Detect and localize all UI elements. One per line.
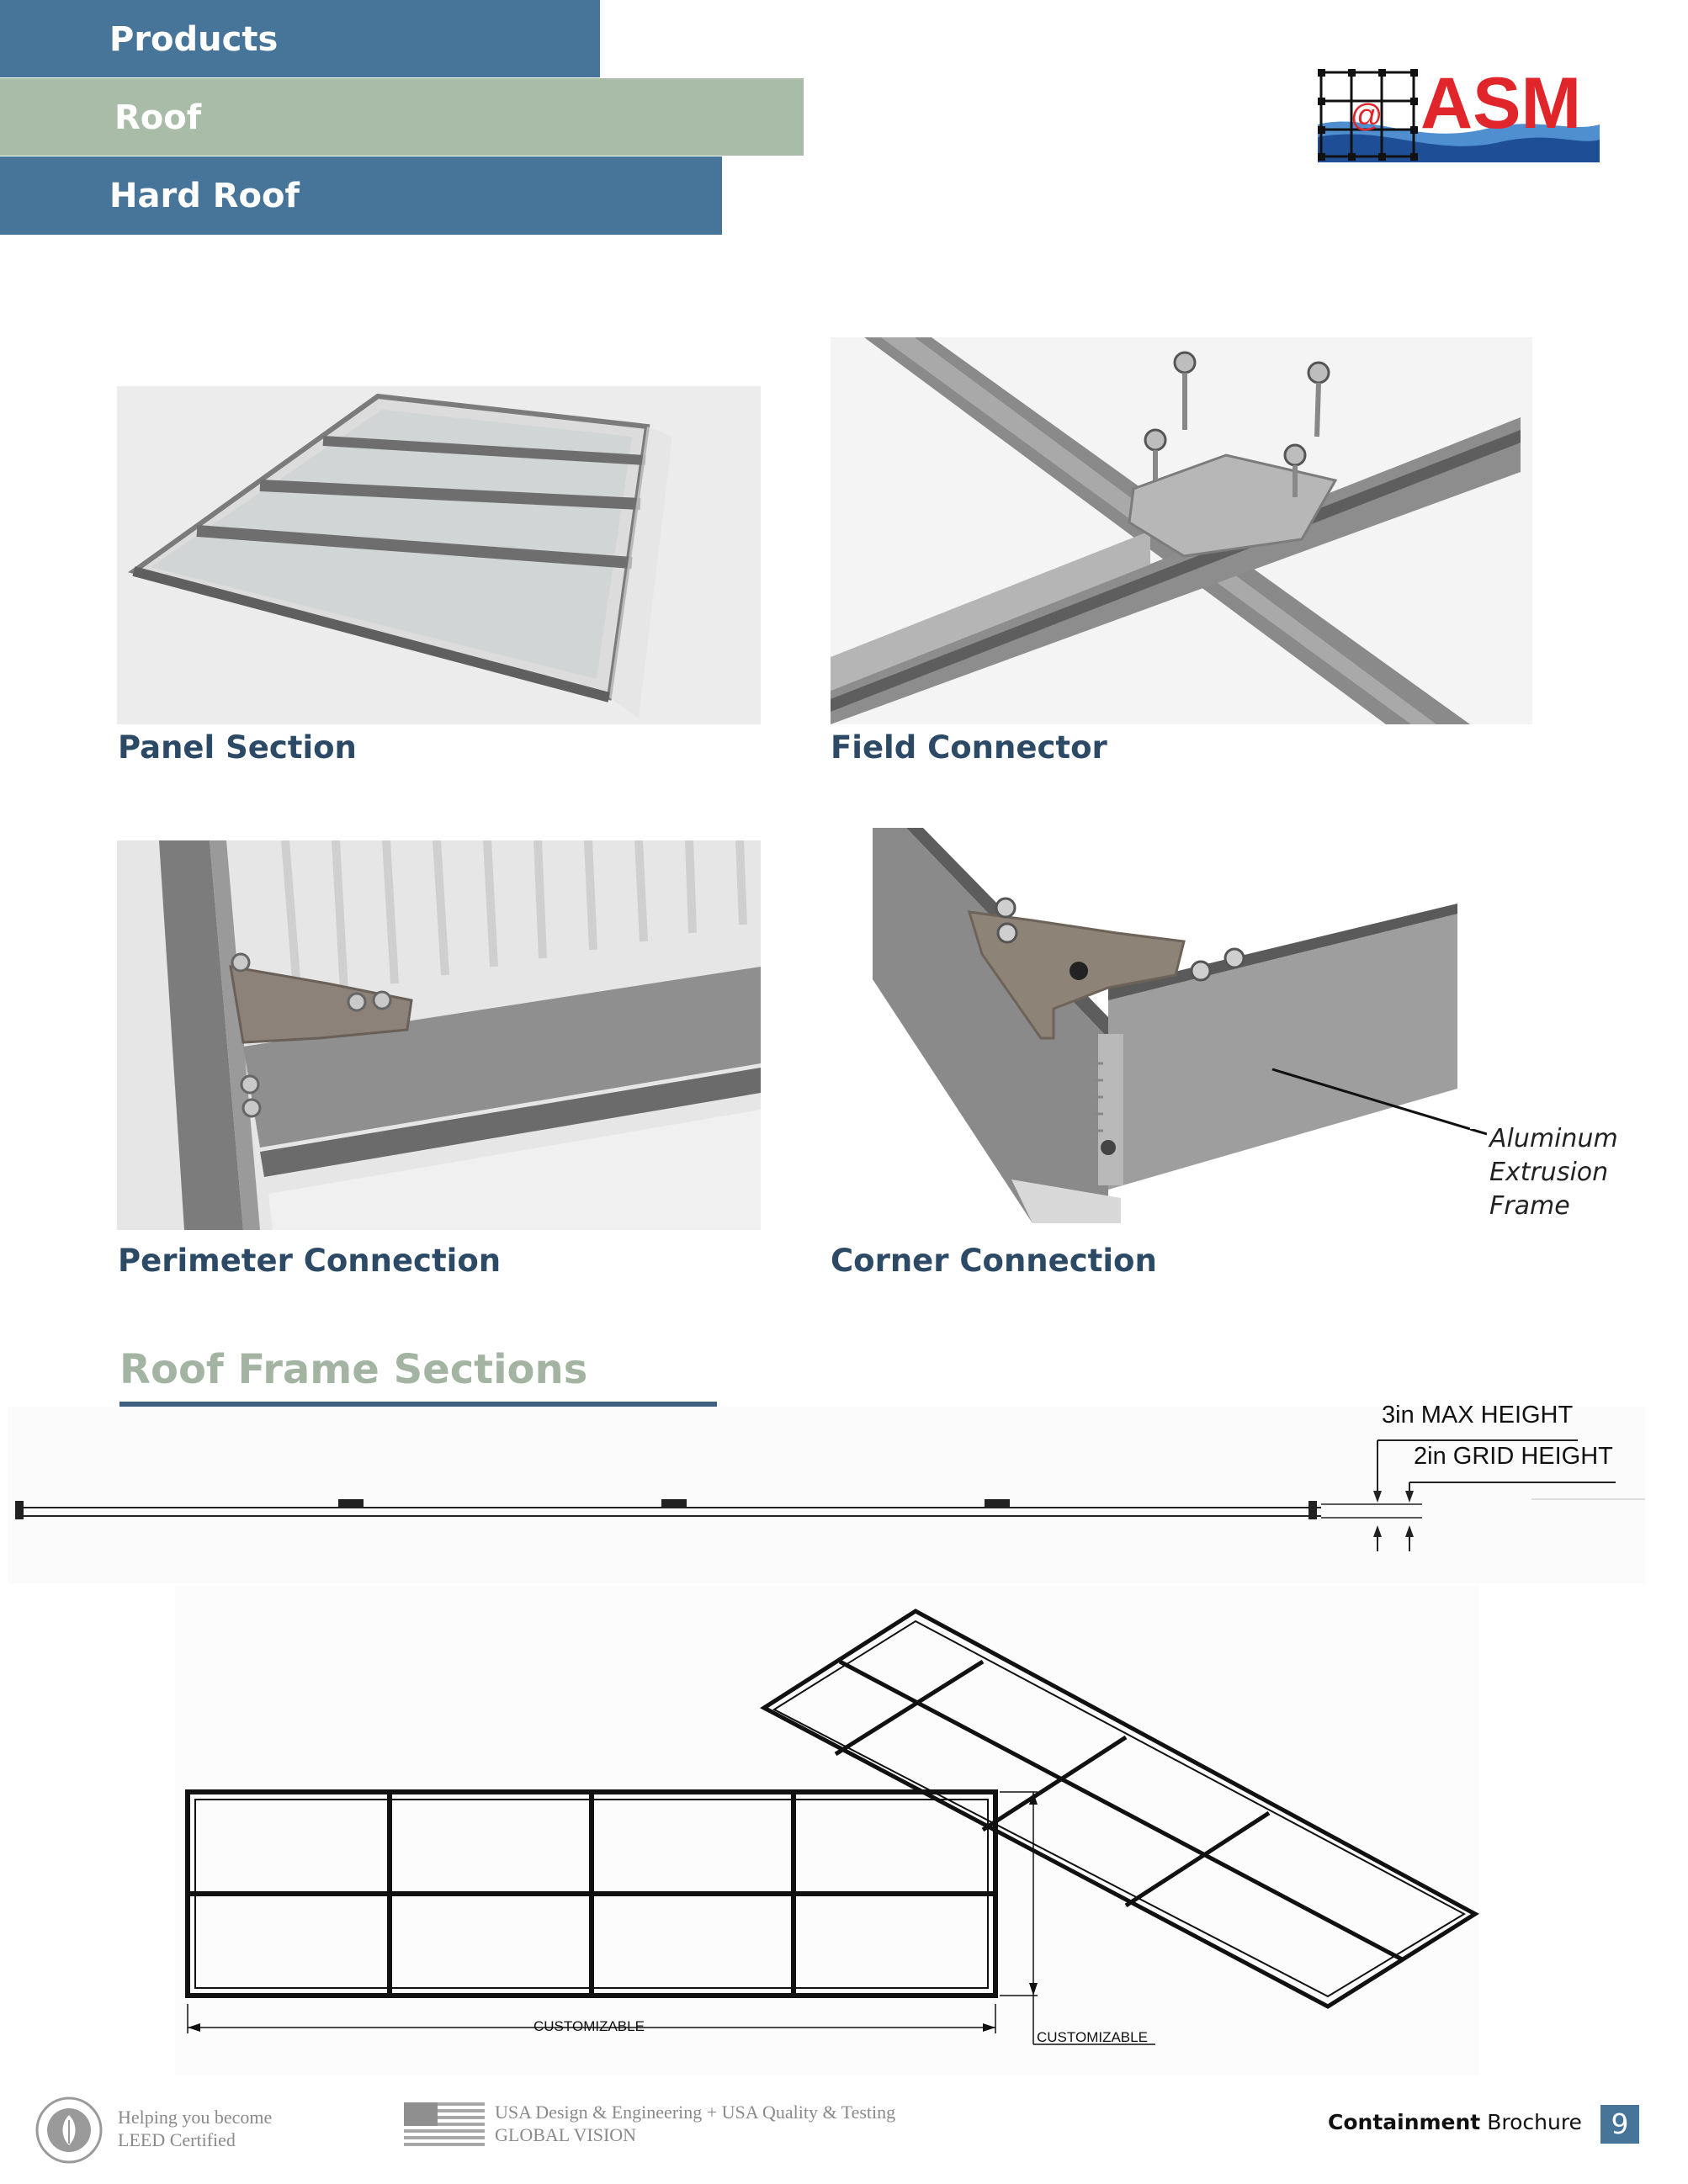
hard-roof-tab[interactable]: Hard Roof bbox=[0, 156, 722, 235]
field-connector-caption: Field Connector bbox=[831, 729, 1107, 766]
panel-section-caption: Panel Section bbox=[118, 729, 357, 766]
leed-text: Helping you become LEED Certified bbox=[118, 2106, 272, 2151]
leed-line-1: Helping you become bbox=[118, 2107, 273, 2128]
aluminum-extrusion-label: Aluminum Extrusion Frame bbox=[1489, 1122, 1618, 1223]
usa-line-2: GLOBAL VISION bbox=[495, 2124, 637, 2145]
roof-frame-sections-title: Roof Frame Sections bbox=[119, 1346, 588, 1393]
usa-text: USA Design & Engineering + USA Quality &… bbox=[495, 2101, 895, 2146]
usa-flag-icon bbox=[404, 2102, 485, 2146]
depth-customizable-label: CUSTOMIZABLE bbox=[1037, 2029, 1148, 2045]
brochure-title: Containment Brochure bbox=[1328, 2110, 1582, 2134]
brochure-bold: Containment bbox=[1328, 2110, 1481, 2134]
brochure-rest: Brochure bbox=[1480, 2110, 1582, 2134]
asm-logo: @ ASM bbox=[1318, 66, 1600, 162]
width-customizable-label: CUSTOMIZABLE bbox=[533, 2018, 645, 2034]
leed-line-2: LEED Certified bbox=[118, 2129, 236, 2150]
usa-line-1: USA Design & Engineering + USA Quality &… bbox=[495, 2102, 896, 2123]
side-elevation-drawing bbox=[8, 1407, 1645, 1583]
perimeter-connection-image bbox=[117, 840, 761, 1230]
section-underline bbox=[119, 1402, 717, 1407]
logo-text: ASM bbox=[1420, 66, 1581, 144]
products-label: Products bbox=[109, 20, 279, 59]
hard-roof-label: Hard Roof bbox=[109, 177, 300, 215]
corner-connection-image bbox=[831, 828, 1470, 1223]
max-height-label: 3in MAX HEIGHT bbox=[1382, 1402, 1574, 1429]
page-number: 9 bbox=[1600, 2105, 1639, 2144]
logo-at: @ bbox=[1351, 98, 1383, 134]
callout-line-2: Extrusion bbox=[1489, 1158, 1609, 1187]
frame-plan-drawing bbox=[175, 1586, 1479, 2075]
logo-grid-icon bbox=[1319, 71, 1415, 158]
corner-connection-caption: Corner Connection bbox=[831, 1243, 1157, 1279]
panel-section-image bbox=[117, 386, 761, 724]
perimeter-connection-caption: Perimeter Connection bbox=[118, 1243, 502, 1279]
roof-tab[interactable]: Roof bbox=[0, 78, 804, 156]
products-tab[interactable]: Products bbox=[0, 0, 600, 77]
grid-height-label: 2in GRID HEIGHT bbox=[1414, 1443, 1613, 1470]
callout-line-1: Aluminum bbox=[1489, 1124, 1618, 1153]
leed-member-badge-icon bbox=[35, 2097, 103, 2164]
callout-line-tail bbox=[1470, 1129, 1487, 1136]
callout-line-3: Frame bbox=[1489, 1191, 1570, 1221]
roof-label: Roof bbox=[114, 98, 202, 137]
field-connector-image bbox=[831, 337, 1532, 724]
